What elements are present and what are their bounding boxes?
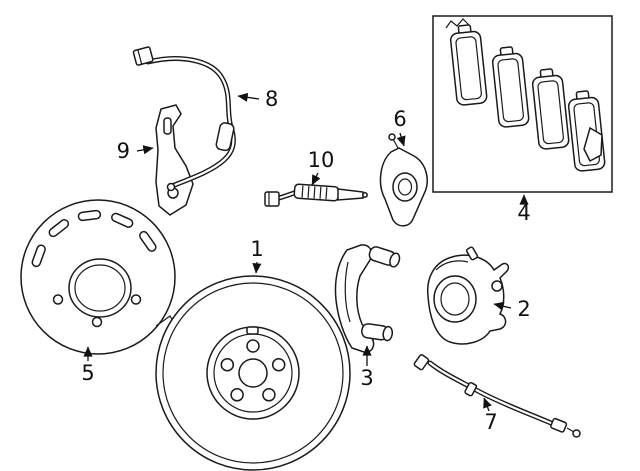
- brake-pad-2: [491, 46, 530, 128]
- callout-10-label: 10: [308, 148, 335, 172]
- rotor-balance-notch: [246, 326, 259, 335]
- callout-8-arrow: [237, 92, 260, 102]
- bracket-slot: [163, 117, 172, 135]
- callout-7-arrow: [483, 397, 492, 412]
- callout-8-label: 8: [265, 87, 278, 111]
- shield-hub-ring: [74, 264, 126, 312]
- rotor-center-bore: [238, 358, 268, 388]
- brake-pad-3: [531, 68, 570, 150]
- abs-sensor-drawing: [132, 46, 236, 192]
- wear-sensor-body: [293, 183, 340, 202]
- sensor-bracket-drawing: [155, 104, 194, 216]
- wear-sensor-drawing: [264, 183, 368, 207]
- callout-2-arrow: [493, 301, 512, 311]
- cable-end-grommet: [166, 182, 176, 192]
- guide-pin-sleeve-top: [368, 246, 401, 268]
- brake-pad-1: [449, 24, 488, 106]
- callouts: 1 2 3 4 5 6 7 8: [81, 87, 530, 434]
- hose-fitting-end: [550, 417, 568, 433]
- callout-10-arrow: [311, 172, 321, 186]
- callout-5: 5: [81, 346, 95, 385]
- callout-9: 9: [117, 139, 154, 163]
- callout-3: 3: [360, 345, 374, 390]
- wear-sensor-connector: [264, 191, 280, 207]
- hose-fitting-start: [413, 354, 430, 371]
- callout-9-arrow: [136, 145, 154, 155]
- callout-7: 7: [483, 397, 498, 434]
- callout-2: 2: [493, 297, 531, 321]
- callout-6-arrow: [396, 132, 406, 147]
- shield-hub-hole: [68, 258, 132, 318]
- caliper-bracket-drawing: [334, 244, 401, 353]
- shield-slots: [31, 209, 157, 268]
- pad-spring-clip: [445, 18, 470, 29]
- hose-end-eyelet: [572, 429, 581, 438]
- callout-3-label: 3: [360, 366, 373, 390]
- splash-shield-drawing: [20, 199, 177, 355]
- brake-caliper-drawing: [426, 246, 510, 345]
- callout-4-label: 4: [517, 201, 530, 225]
- sensor-connector: [132, 46, 154, 66]
- brake-hose-drawing: [413, 354, 581, 438]
- rotor-lug-holes: [220, 339, 286, 402]
- callout-7-label: 7: [484, 410, 497, 434]
- hose-ferrule: [464, 381, 478, 397]
- callout-6: 6: [393, 107, 407, 147]
- callout-5-label: 5: [81, 361, 94, 385]
- callout-2-label: 2: [517, 297, 530, 321]
- brake-rotor-drawing: [155, 275, 351, 471]
- rotor-friction-ring: [162, 282, 344, 464]
- callout-1-arrow: [252, 261, 262, 274]
- callout-10: 10: [308, 148, 335, 186]
- banjo-boss: [491, 280, 503, 292]
- brake-pad-set-drawing: [432, 15, 613, 193]
- pad-retaining-clip: [583, 126, 603, 163]
- callout-1-label: 1: [250, 237, 263, 261]
- shield-bolt-holes: [52, 294, 142, 328]
- sensor-head: [215, 122, 235, 152]
- callout-1: 1: [250, 237, 264, 274]
- callout-6-label: 6: [393, 107, 406, 131]
- bleed-screw: [465, 246, 479, 261]
- support-bracket-drawing: [379, 133, 428, 227]
- callout-9-label: 9: [117, 139, 130, 163]
- wear-sensor-tip: [337, 188, 364, 201]
- callout-4: 4: [517, 194, 531, 225]
- callout-8: 8: [237, 87, 278, 111]
- bracket-bore: [392, 172, 418, 202]
- guide-pin-sleeve-bottom: [361, 323, 394, 342]
